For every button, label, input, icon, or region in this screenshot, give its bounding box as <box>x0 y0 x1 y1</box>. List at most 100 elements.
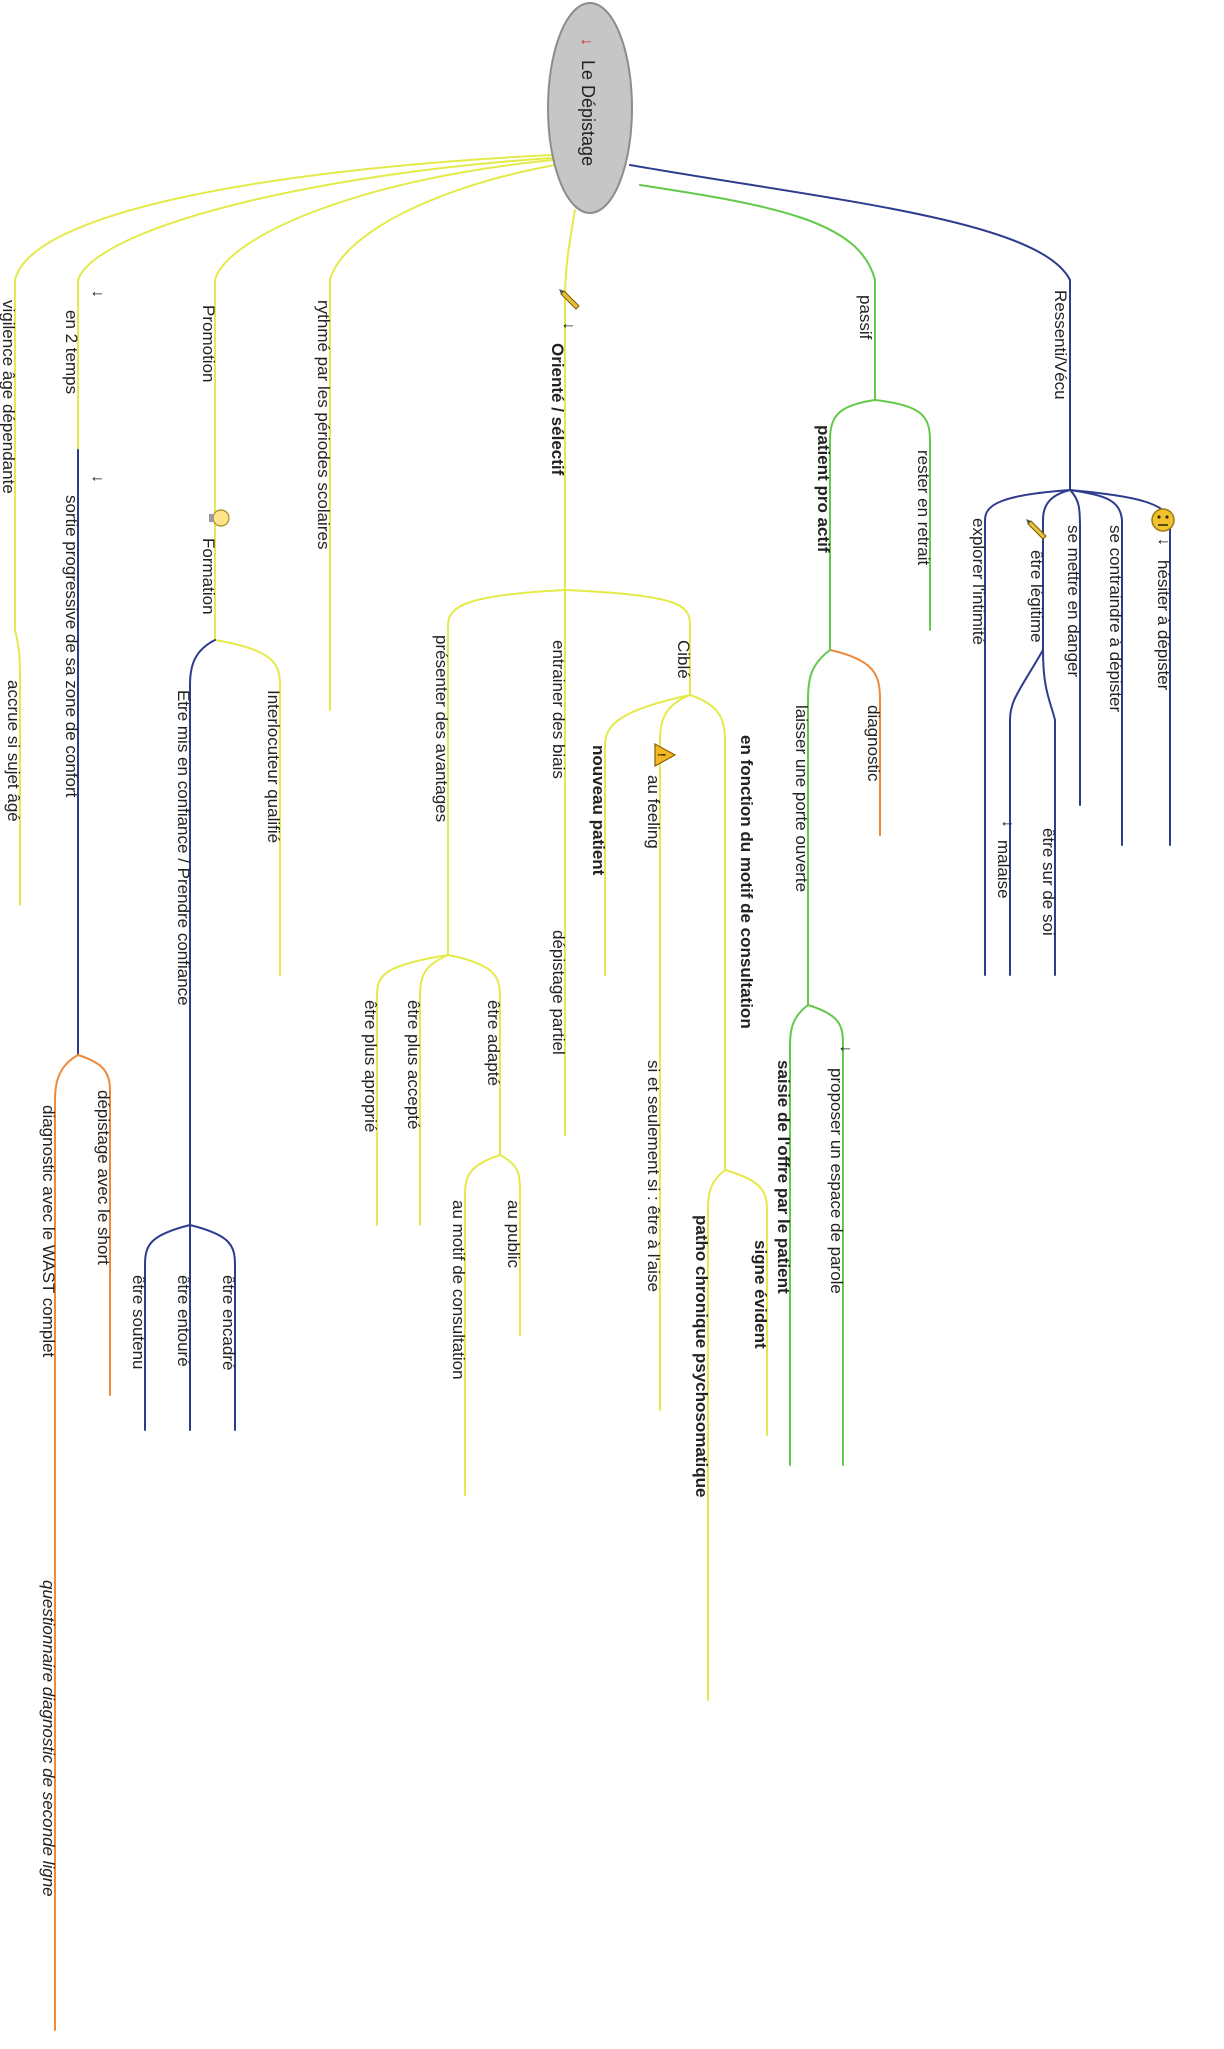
node-depistage-short[interactable]: dépistage avec le short <box>94 1090 113 1265</box>
connector-vecu-intimite <box>984 489 1071 976</box>
node-etre-plus-aproprie[interactable]: être plus aproprié <box>361 1000 380 1132</box>
node-oriente-selectif[interactable]: Orienté / sélectif <box>548 343 567 476</box>
node-au-feeling[interactable]: au feeling <box>644 775 663 849</box>
connector-vecu-danger <box>1069 489 1081 806</box>
smiley-icon <box>1151 508 1175 532</box>
node-se-mettre-en-danger[interactable]: se mettre en danger <box>1064 525 1083 677</box>
root-arrow-icon: ↓ <box>578 38 595 46</box>
connector-vecu-malaise <box>1009 649 1044 976</box>
connector-porte-espace <box>807 1004 844 1466</box>
connector-root-rythme <box>329 164 556 281</box>
node-au-public[interactable]: au public <box>504 1200 523 1269</box>
node-laisser-porte-ouverte[interactable]: laisser une porte ouverte <box>792 705 811 892</box>
node-sortie-progressive[interactable]: sortie progressive de sa zone de confort <box>62 495 81 798</box>
quill-icon <box>1026 519 1047 540</box>
connector-promotion-confiance <box>189 639 216 1226</box>
node-au-motif-consultation[interactable]: au motif de consultation <box>449 1200 468 1380</box>
connector-root-promotion <box>214 159 554 281</box>
node-ressenti-vecu[interactable]: Ressenti/Vécu <box>1051 290 1070 400</box>
connector-sortie-wast <box>54 1054 79 1536</box>
connector-cible-nouveau <box>604 694 691 976</box>
connector-passif-retrait <box>874 399 931 631</box>
connector-confiance-encadre <box>189 1224 236 1431</box>
node-accrue-sujet-age[interactable]: accrue si sujet âgé <box>4 680 23 822</box>
node-passif[interactable]: passif <box>856 295 875 340</box>
node-nouveau-patient[interactable]: nouveau patient <box>589 745 608 876</box>
node-explorer-intimite[interactable]: explorer l'intimité <box>969 518 988 645</box>
connector-confiance-soutenu <box>144 1224 191 1431</box>
node-cible[interactable]: Ciblé <box>674 640 693 679</box>
connector-vigilence-accrue <box>14 629 21 906</box>
root-node[interactable]: ↓ Le Dépistage <box>547 2 633 214</box>
connector-vecu-contraindre <box>1069 489 1123 846</box>
connector-vecu-sur <box>1042 649 1056 976</box>
node-patient-pro-actif[interactable]: patient pro actif <box>814 425 833 553</box>
arrow-icon: ↓ <box>1155 538 1172 546</box>
connector-porte-saisie <box>789 1004 809 1466</box>
node-etre-encadre[interactable]: être encadré <box>219 1275 238 1370</box>
connector-root-vecu <box>629 164 1071 281</box>
node-signe-evident[interactable]: signe évident <box>751 1240 770 1349</box>
connector-proactif-diagnostic <box>829 649 881 836</box>
node-vigilence[interactable]: vigilence âge dépendante <box>0 300 18 494</box>
node-promotion[interactable]: Promotion <box>199 305 218 382</box>
svg-text:!: ! <box>655 753 667 757</box>
node-etre-entoure[interactable]: être entouré <box>174 1275 193 1367</box>
connector-avantages-adapte <box>447 954 501 1156</box>
node-interlocuteur-qualifie[interactable]: Interlocuteur qualifié <box>264 690 283 843</box>
connector-adapte-public <box>499 1154 521 1336</box>
connector-root-oriente <box>564 209 576 301</box>
arrow-icon: ↓ <box>999 820 1016 828</box>
connector-avantages-accepte <box>419 954 449 1226</box>
node-etre-soutenu[interactable]: être soutenu <box>129 1275 148 1370</box>
connector-oriente-cible <box>564 589 691 696</box>
connector-avantages-aproprie <box>376 954 449 1226</box>
arrow-icon: ↓ <box>89 475 106 483</box>
connector-oriente-avantages <box>447 589 566 956</box>
connector-passif-proactif <box>829 399 876 651</box>
node-en-2-temps[interactable]: en 2 temps <box>62 310 81 394</box>
node-etre-sur-de-soi[interactable]: être sur de soi <box>1039 828 1058 936</box>
node-si-et-seulement-si[interactable]: si et seulement si : être à l'aise <box>644 1060 663 1292</box>
root-bubble[interactable] <box>547 2 633 214</box>
node-patho-chronique[interactable]: patho chronique psychosomatique <box>692 1215 711 1497</box>
quill-icon <box>559 289 580 310</box>
node-rythme[interactable]: rythmé par les périodes scolaires <box>314 300 333 549</box>
node-entrainer-biais[interactable]: entrainer des biais <box>549 640 568 779</box>
connector-root-passif <box>639 184 876 281</box>
arrow-icon: ↓ <box>837 1045 854 1053</box>
node-presenter-avantages[interactable]: présenter des avantages <box>432 635 451 822</box>
node-se-contraindre[interactable]: se contraindre à dépister <box>1106 525 1125 712</box>
connector-cible-feeling <box>659 694 691 1411</box>
node-etre-plus-accepte[interactable]: être plus accepté <box>404 1000 423 1129</box>
node-hesiter-a-depister[interactable]: hésiter à dépister <box>1154 560 1173 691</box>
connector-root-2temps <box>77 157 553 281</box>
connector-motif-patho <box>707 1169 726 1701</box>
node-rester-en-retrait[interactable]: rester en retrait <box>914 450 933 566</box>
node-etre-adapte[interactable]: être adapté <box>484 1000 503 1086</box>
node-formation[interactable]: Formation <box>199 538 218 615</box>
connector-root-vigilence <box>14 154 553 281</box>
node-questionnaire-seconde-ligne[interactable]: questionnaire diagnostic de seconde lign… <box>39 1580 58 1897</box>
connector-vecu-legitime <box>1042 489 1071 651</box>
node-diagnostic-wast[interactable]: diagnostic avec le WAST complet <box>39 1105 58 1358</box>
node-etre-legitime[interactable]: être légitime <box>1027 550 1046 643</box>
warning-icon: ! <box>654 742 677 768</box>
connector-sortie-short <box>77 1054 111 1396</box>
connector-adapte-motif <box>464 1154 501 1496</box>
connector-proactif-porte <box>807 649 831 1006</box>
connector-cible-motif <box>689 694 726 1171</box>
arrow-icon: ↓ <box>89 290 106 298</box>
arrow-icon: ↓ <box>560 322 577 330</box>
connector-promotion-interlocuteur <box>214 639 281 976</box>
node-diagnostic[interactable]: diagnostic <box>864 705 883 782</box>
node-mis-en-confiance[interactable]: Etre mis en confiance / Prendre confianc… <box>174 690 193 1006</box>
node-motif-consultation[interactable]: en fonction du motif de consultation <box>737 735 756 1029</box>
node-depistage-partiel[interactable]: dépistage partiel <box>549 930 568 1055</box>
node-malaise[interactable]: malaise <box>994 840 1013 899</box>
node-proposer-espace[interactable]: proposer un espace de parole <box>827 1068 846 1294</box>
connector-motif-signe <box>724 1169 768 1436</box>
lightbulb-icon <box>209 509 230 527</box>
node-saisie-offre[interactable]: saisie de l'offre par le patient <box>774 1060 793 1294</box>
